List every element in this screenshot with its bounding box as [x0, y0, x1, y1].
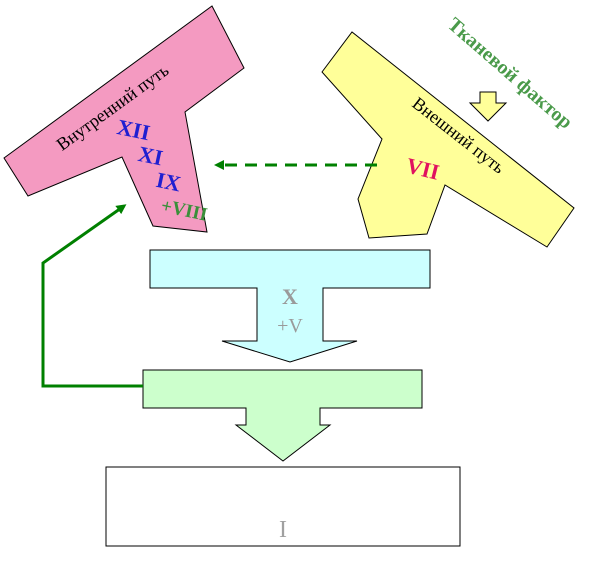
- tenase-shape: [149, 249, 431, 363]
- factor-ix: IX: [154, 167, 183, 197]
- tenase-shape-group: X +V: [149, 249, 431, 363]
- factor-i: I: [279, 517, 287, 543]
- prothrombinase-shape: [142, 369, 423, 462]
- feedback-arrow: [41, 204, 143, 388]
- intrinsic-shape: [3, 5, 245, 233]
- intrinsic-pathway-shape: Внутренний путь XII XI IX +VIII: [3, 5, 245, 233]
- factor-xi: XI: [136, 141, 165, 171]
- extrinsic-shape: [321, 31, 575, 248]
- final-box: [105, 466, 461, 547]
- tissue-factor-label: Тканевой фактор: [443, 13, 576, 133]
- tissue-factor-group: Тканевой фактор: [443, 13, 576, 133]
- factor-x: X: [282, 284, 298, 309]
- tissue-factor-arrow: [468, 91, 508, 122]
- extrinsic-pathway-shape: Внешний путь VII: [321, 31, 575, 248]
- factor-v: +V: [277, 315, 303, 337]
